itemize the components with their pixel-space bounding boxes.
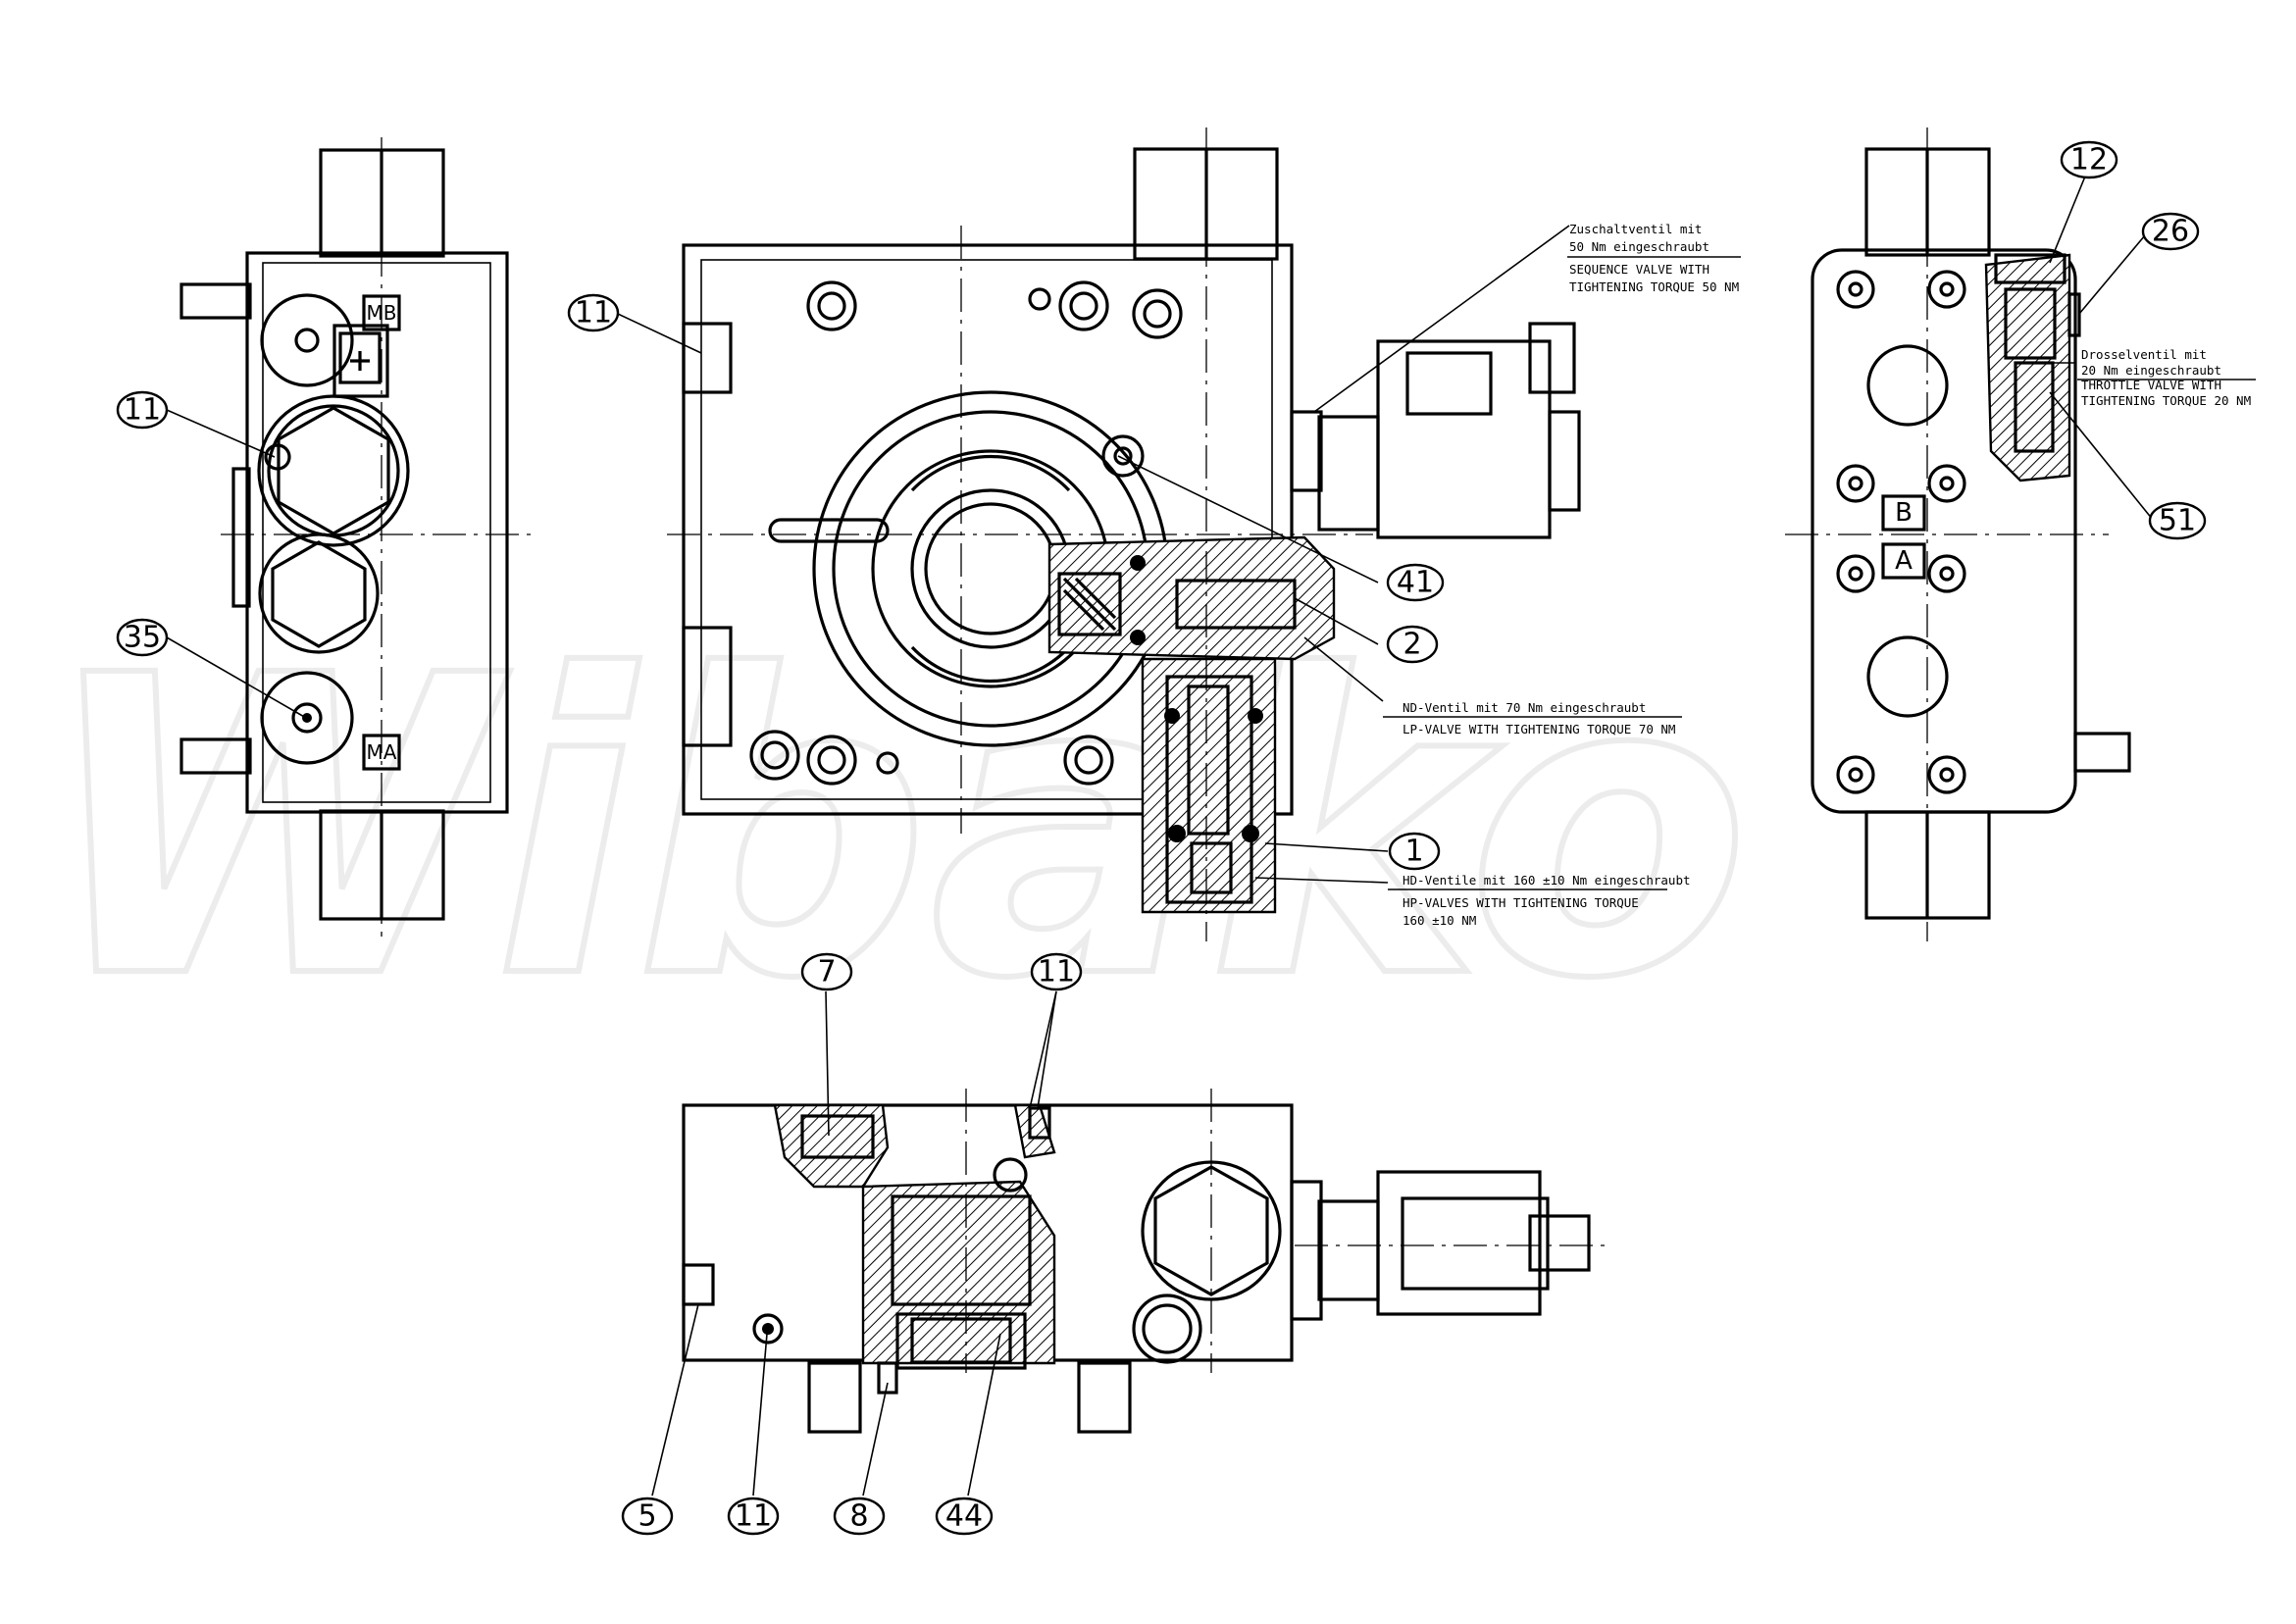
note-hp-en-1: HP-VALVES WITH TIGHTENING TORQUE <box>1403 895 1639 910</box>
balloon-12: 12 <box>2060 140 2118 179</box>
note-hp-de: HD-Ventile mit 160 ±10 Nm eingeschraubt <box>1403 873 1691 888</box>
balloon-26: 26 <box>2141 212 2200 251</box>
balloon-7-text: 7 <box>817 955 836 990</box>
balloon-11-bottom-top: 11 <box>1030 952 1083 991</box>
port-mb-label: MB <box>367 301 397 325</box>
balloon-35-text: 35 <box>124 621 161 655</box>
balloon-44-text: 44 <box>945 1499 983 1534</box>
note-throttle-de-1: Drosselventil mit <box>2081 347 2207 362</box>
balloon-8-text: 8 <box>849 1499 868 1534</box>
balloon-12-text: 12 <box>2070 143 2108 178</box>
balloon-51-text: 51 <box>2159 504 2196 538</box>
note-sequence-en-1: SEQUENCE VALVE WITH <box>1569 262 1709 277</box>
note-throttle-de-2: 20 Nm eingeschraubt <box>2081 363 2221 378</box>
balloon-35: 35 <box>116 618 169 657</box>
note-throttle-en-1: THROTTLE VALVE WITH <box>2081 378 2221 392</box>
balloon-7: 7 <box>800 952 853 991</box>
balloon-1: 1 <box>1388 832 1441 871</box>
right-view: B A <box>1785 127 2154 941</box>
balloon-26-text: 26 <box>2152 215 2189 249</box>
note-hp-en-2: 160 ±10 NM <box>1403 913 1476 928</box>
balloon-11-bottom: 11 <box>727 1497 780 1536</box>
balloon-11-top-text: 11 <box>575 296 612 330</box>
balloon-51: 51 <box>2148 501 2207 540</box>
note-throttle-valve: Drosselventil mit 20 Nm eingeschraubt TH… <box>2077 347 2256 408</box>
balloon-11-left-text: 11 <box>124 393 161 428</box>
port-b-label: B <box>1895 498 1913 528</box>
balloon-11-left: 11 <box>116 390 169 430</box>
balloon-11-bottom-text: 11 <box>735 1499 772 1534</box>
balloon-11-bottom-top-text: 11 <box>1038 955 1075 990</box>
balloon-2: 2 <box>1386 625 1439 664</box>
note-lp-en: LP-VALVE WITH TIGHTENING TORQUE 70 NM <box>1403 722 1675 736</box>
note-sequence-de-2: 50 Nm eingeschraubt <box>1569 239 1709 254</box>
bottom-view <box>651 990 1608 1497</box>
balloon-11-top: 11 <box>567 293 620 332</box>
port-ma-label: MA <box>367 740 397 764</box>
balloon-5: 5 <box>621 1497 674 1536</box>
balloon-44: 44 <box>935 1497 994 1536</box>
balloon-41: 41 <box>1386 563 1445 602</box>
watermark-text: Wibako <box>39 589 1750 1069</box>
balloon-41-text: 41 <box>1397 566 1434 600</box>
balloon-5-text: 5 <box>638 1499 656 1534</box>
note-hp-valves: HD-Ventile mit 160 ±10 Nm eingeschraubt … <box>1388 873 1691 928</box>
balloon-8: 8 <box>833 1497 886 1536</box>
note-throttle-en-2: TIGHTENING TORQUE 20 NM <box>2081 393 2251 408</box>
left-view: MB MA <box>166 137 535 937</box>
balloon-2-text: 2 <box>1403 628 1421 662</box>
note-lp-de: ND-Ventil mit 70 Nm eingeschraubt <box>1403 700 1646 715</box>
balloon-1-text: 1 <box>1404 835 1423 869</box>
note-sequence-valve: Zuschaltventil mit 50 Nm eingeschraubt S… <box>1567 222 1741 294</box>
center-view <box>617 127 1581 941</box>
note-sequence-de-1: Zuschaltventil mit <box>1569 222 1702 236</box>
note-sequence-en-2: TIGHTENING TORQUE 50 NM <box>1569 279 1739 294</box>
note-lp-valve: ND-Ventil mit 70 Nm eingeschraubt LP-VAL… <box>1383 700 1682 736</box>
port-a-label: A <box>1895 546 1913 576</box>
